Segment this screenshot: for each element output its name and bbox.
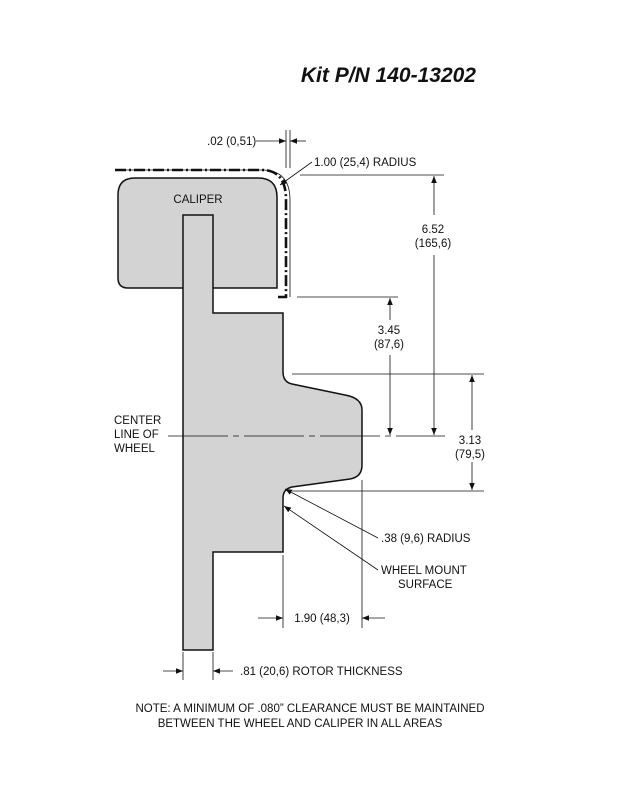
clearance-gap-label: .02 (0,51) (207, 136, 256, 148)
caliper-radius-label: 1.00 (25,4) RADIUS (314, 157, 417, 169)
wheel-mount-label-1: WHEEL MOUNT (381, 565, 467, 577)
caliper-to-hat-mm: (87,6) (374, 339, 404, 351)
rotor-hat-profile (182, 214, 363, 651)
center-line-label-2: LINE OF (114, 429, 159, 441)
rotor-thickness-label: .81 (20,6) ROTOR THICKNESS (240, 666, 403, 678)
caliper-radius-leader (279, 161, 313, 186)
hat-radius-label: .38 (9,6) RADIUS (381, 533, 471, 545)
hat-radius-leader (284, 488, 379, 539)
overall-height-mm: (165,6) (415, 238, 452, 250)
center-line-label-3: WHEEL (114, 443, 156, 455)
wheel-mount-label-2: SURFACE (398, 579, 453, 591)
note-line-2: BETWEEN THE WHEEL AND CALIPER IN ALL ARE… (158, 718, 443, 730)
wheel-envelope (118, 169, 291, 297)
hat-height-in: 3.13 (459, 435, 481, 447)
caliper-to-hat-in: 3.45 (378, 325, 400, 337)
note-line-1: NOTE: A MINIMUM OF .080” CLEARANCE MUST … (135, 703, 484, 715)
overall-height-in: 6.52 (422, 224, 444, 236)
caliper-label: CALIPER (173, 194, 222, 206)
center-line-label-1: CENTER (114, 415, 161, 427)
kit-title: Kit P/N 140-13202 (301, 64, 476, 87)
offset-label: 1.90 (48,3) (294, 613, 350, 625)
wheel-mount-leader (283, 505, 379, 571)
hat-height-mm: (79,5) (455, 449, 485, 461)
